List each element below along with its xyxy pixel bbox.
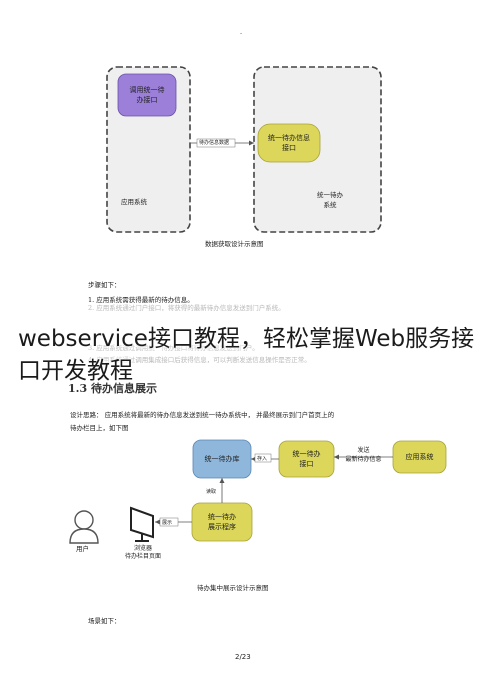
step-4: 4. 应用系统通过调用集成接口后获得信息，可以判断发送信息操作是否正常。	[88, 356, 311, 364]
page-dot: ·	[240, 30, 243, 38]
insert-label: 存入	[257, 456, 268, 462]
section-heading: 1.3 待办信息展示	[68, 382, 157, 395]
scene-text: 场景如下：	[88, 617, 121, 625]
todo-display-node: 统一待办 展示程序	[208, 513, 236, 531]
unified-todo-interface-node-2: 统一待办 接口	[292, 450, 321, 468]
todo-info-data-label: 待办信息数据	[199, 140, 230, 146]
unified-todo-interface-node: 统一待办信息 接口	[268, 134, 310, 152]
step-3: 3. 应用系统通过调用统一待办接口将待办信息发送到门户。	[88, 344, 259, 352]
yellow-node-shape	[257, 123, 321, 163]
arrow-head-1	[249, 140, 254, 146]
step-1: 1. 应用系统需获得最新的待办信息。	[88, 296, 194, 304]
steps-heading: 步骤如下：	[88, 281, 121, 289]
call-todo-interface-node: 调用统一待 办接口	[129, 86, 165, 104]
app-system-node: 应用系统	[405, 453, 434, 461]
read-label: 读取	[206, 489, 217, 495]
unified-todo-system-label: 统一待办 系统	[317, 191, 343, 209]
diagram-1-caption: 数据获取设计示意图	[205, 240, 264, 248]
design-line-2: 待办栏目上，如下图	[70, 424, 129, 432]
user-label: 用户	[76, 545, 89, 553]
purple-node-shape	[117, 73, 177, 117]
overlay-title: webservice接口教程，轻松掌握Web服务接口开发教程	[18, 326, 475, 384]
send-latest-label: 发送 最新待办信息	[345, 447, 382, 463]
show-label: 展示	[162, 520, 173, 526]
design-line-1: 设计思路： 应用系统将最新的待办信息发送到统一待办系统中， 并最终展示到门户首页…	[70, 411, 335, 419]
unified-todo-db-node: 统一待办库	[204, 455, 240, 463]
page-number: 2/23	[235, 653, 251, 661]
step-2: 2. 应用系统通过门户接口，将获得的最新待办信息发送到门户系统。	[88, 304, 285, 312]
diagram-2-caption: 待办集中展示设计示意图	[197, 584, 269, 592]
browser-icon	[130, 506, 154, 542]
user-icon	[69, 510, 99, 544]
app-system-label: 应用系统	[121, 198, 147, 206]
browser-label: 浏览器 待办栏目页面	[124, 545, 161, 560]
arrow-label-box	[196, 138, 236, 148]
